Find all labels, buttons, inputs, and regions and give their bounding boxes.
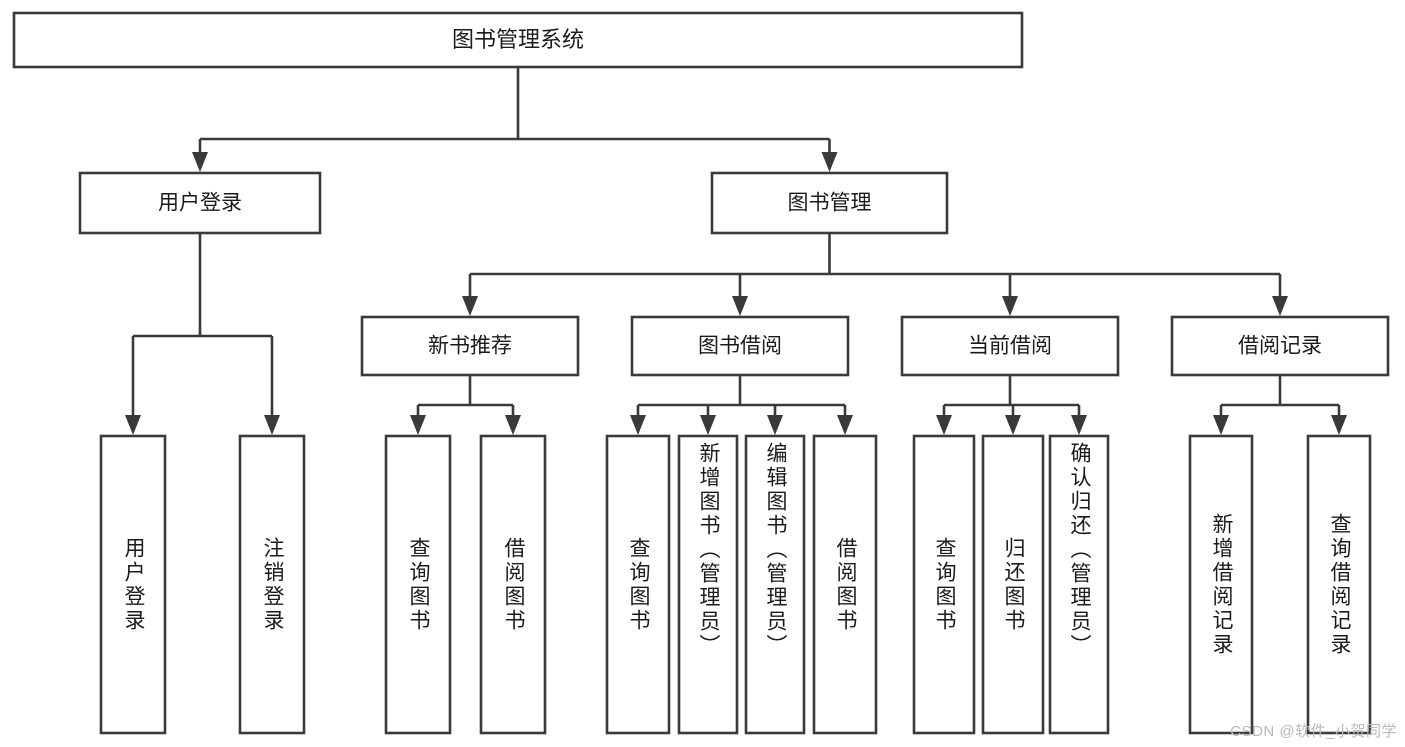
node-box [479, 434, 547, 735]
node-label: 借阅记录 [1238, 335, 1322, 358]
watermark: CSDN @软件_小贺同学 [1230, 723, 1397, 740]
node-box [384, 434, 452, 735]
node-add-borrow-record [1188, 434, 1254, 735]
node-book-manage: 图书管理 [710, 171, 949, 235]
node-box [1306, 434, 1372, 735]
node-query-book-1 [384, 434, 452, 735]
node-root: 图书管理系统 [12, 11, 1024, 69]
node-user-logout-leaf [238, 434, 306, 735]
node-current-borrow: 当前借阅 [900, 315, 1120, 377]
node-user-login-leaf [99, 434, 167, 735]
node-box [605, 434, 671, 735]
connector-layer [125, 67, 1347, 435]
node-box [99, 434, 167, 735]
node-label: 图书管理系统 [452, 27, 584, 52]
node-edit-book-admin [744, 434, 806, 735]
node-book-borrow: 图书借阅 [630, 315, 850, 377]
node-label: 当前借阅 [968, 335, 1052, 358]
node-box [1188, 434, 1254, 735]
node-box [630, 315, 850, 377]
node-label: 图书借阅 [698, 335, 782, 358]
node-new-book-recommend: 新书推荐 [360, 315, 580, 377]
node-query-book-2 [605, 434, 671, 735]
node-box [360, 315, 580, 377]
node-borrow-record: 借阅记录 [1170, 315, 1390, 377]
node-query-borrow-record [1306, 434, 1372, 735]
node-box [12, 11, 1024, 69]
node-label: 新书推荐 [428, 335, 512, 358]
node-borrow-book-1 [479, 434, 547, 735]
node-confirm-return-admin [1048, 434, 1110, 735]
node-box [744, 434, 806, 735]
node-box [238, 434, 306, 735]
node-add-book-admin [677, 434, 739, 735]
node-query-book-3 [912, 434, 976, 735]
node-box [78, 171, 322, 235]
node-box [900, 315, 1120, 377]
node-box [981, 434, 1045, 735]
node-box [1170, 315, 1390, 377]
node-box [812, 434, 878, 735]
node-borrow-book-2 [812, 434, 878, 735]
node-box [912, 434, 976, 735]
node-label: 用户登录 [158, 192, 242, 215]
node-label: 图书管理 [788, 192, 872, 215]
node-box [1048, 434, 1110, 735]
node-box [677, 434, 739, 735]
node-box [710, 171, 949, 235]
node-return-book [981, 434, 1045, 735]
node-user-login: 用户登录 [78, 171, 322, 235]
